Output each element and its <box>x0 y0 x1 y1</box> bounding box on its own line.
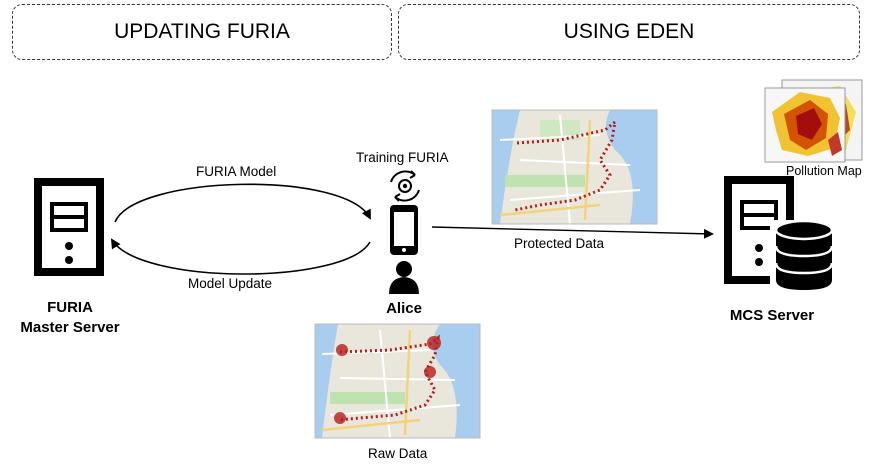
raw-data-label: Raw Data <box>368 446 428 461</box>
protected-data-map <box>492 110 657 224</box>
furia-model-label: FURIA Model <box>196 164 277 179</box>
protected-data-label: Protected Data <box>514 236 605 251</box>
database-icon <box>770 219 834 292</box>
refresh-gear-icon <box>390 170 420 202</box>
pollution-map-label: Pollution Map <box>786 164 862 178</box>
model-update-arrow <box>110 238 371 275</box>
model-update-label: Model Update <box>188 276 273 291</box>
phase-using-eden: USING EDEN <box>398 4 860 60</box>
training-furia-label: Training FURIA <box>356 150 449 165</box>
raw-data-map <box>315 324 480 438</box>
alice-label: Alice <box>386 300 422 317</box>
master-server-label-line2: Master Server <box>20 319 120 336</box>
master-server-label-line1: FURIA <box>47 299 93 316</box>
pollution-map-image <box>764 79 863 163</box>
mcs-server-label: MCS Server <box>729 307 815 324</box>
master-server-icon <box>34 178 104 276</box>
phase-updating-furia-label: UPDATING FURIA <box>114 20 290 43</box>
person-icon <box>389 261 419 294</box>
phase-updating-furia: UPDATING FURIA <box>12 4 392 60</box>
protected-data-arrow <box>431 226 714 239</box>
furia-model-arrow <box>114 183 371 223</box>
phase-using-eden-label: USING EDEN <box>563 20 695 43</box>
master-server-label: FURIA Master Server <box>6 298 134 338</box>
smartphone-icon <box>390 205 418 255</box>
